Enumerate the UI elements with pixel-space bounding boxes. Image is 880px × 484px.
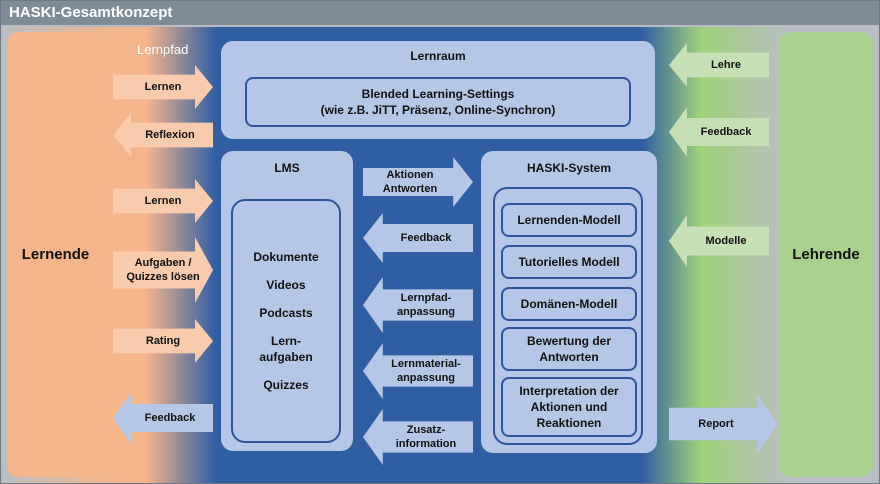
lernenden-modell-label: Lernenden-Modell [517,213,621,227]
lernraum-box: Lernraum Blended Learning-Settings (wie … [221,41,655,139]
arrow-feedback-left-label: Feedback [144,412,196,424]
lernende-label: Lernende [21,246,90,263]
lms-title: LMS [274,161,300,175]
arrow-feedback-right-label: Feedback [700,126,752,138]
domaenen-modell: Domänen-Modell [501,287,637,321]
haski-system-title: HASKI-System [526,161,612,175]
arrow-report-label: Report [698,418,734,430]
lms-item: Videos [266,278,306,292]
lehrende-panel: Lehrende [779,32,873,477]
haski-models-container [493,187,643,445]
bewertung-antworten: Bewertung der Antworten [501,327,637,371]
tutorielles-modell-label: Tutorielles Modell [518,255,620,269]
arrow-aufgaben-label: Aufgaben / Quizzes lösen [126,257,200,283]
interpretation-aktionen: Interpretation der Aktionen und Reaktion… [501,377,637,437]
arrow-zusatz-label: Zusatz- information [395,424,457,450]
lms-item: Lern- aufgaben [259,334,313,364]
lernende-panel: Lernende [7,32,104,477]
blended-learning-label: Blended Learning-Settings (wie z.B. JiTT… [320,87,556,117]
bewertung-antworten-label: Bewertung der Antworten [526,334,611,364]
arrow-lernmaterial-label: Lernmaterial- anpassung [391,358,461,384]
tutorielles-modell: Tutorielles Modell [501,245,637,279]
lms-item: Podcasts [259,306,313,320]
blended-learning-box: Blended Learning-Settings (wie z.B. JiTT… [245,77,631,127]
arrow-lernen-2-label: Lernen [144,195,182,207]
arrow-lernen-1-label: Lernen [144,81,182,93]
haski-system-box: HASKI-System Lernenden-Modell Tutorielle… [481,151,657,453]
lernenden-modell: Lernenden-Modell [501,203,637,237]
arrow-lehre-label: Lehre [711,59,741,71]
title-bar: HASKI-Gesamtkonzept [1,1,879,25]
lms-item: Quizzes [263,378,309,392]
interpretation-aktionen-label: Interpretation der Aktionen und Reaktion… [519,384,619,430]
arrow-rating-label: Rating [145,335,181,347]
lehrende-label: Lehrende [792,246,860,263]
lernraum-title: Lernraum [410,49,466,63]
arrow-feedback-mid-label: Feedback [400,232,452,244]
arrow-modelle-label: Modelle [705,235,747,247]
lernpfad-label: Lernpfad [137,42,189,57]
diagram-title: HASKI-Gesamtkonzept [9,4,173,21]
arrow-aktionen-label: Aktionen Antworten [382,169,438,195]
lms-box: LMS Dokumente Videos Podcasts Lern- aufg… [221,151,353,451]
lms-items: Dokumente Videos Podcasts Lern- aufgaben… [231,199,341,443]
lms-item: Dokumente [253,250,319,264]
arrow-reflexion-label: Reflexion [145,129,195,141]
domaenen-modell-label: Domänen-Modell [520,297,618,311]
arrow-lernpfad-label: Lernpfad- anpassung [396,292,456,318]
